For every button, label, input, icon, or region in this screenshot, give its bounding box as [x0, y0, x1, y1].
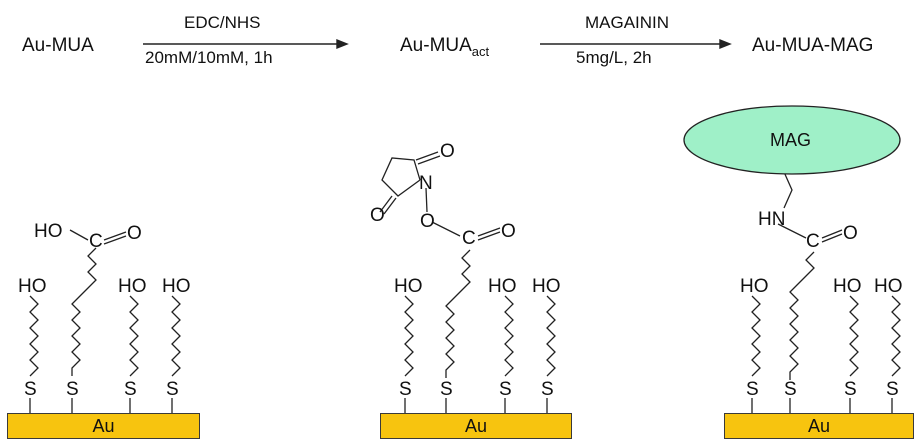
- intermediate-label-main: Au-MUA: [400, 35, 472, 56]
- panel3-carbonyl-oxygen: O: [843, 223, 858, 244]
- panel3-amine: HN: [758, 209, 786, 230]
- panel2-sulfur-1: S: [399, 379, 412, 400]
- gold-surface-1: Au: [7, 413, 200, 439]
- peptide-linker: [783, 171, 793, 209]
- panel2-hydroxyl-2: HO: [488, 276, 517, 297]
- panel1-chain-long: [71, 247, 97, 376]
- panel3-hydroxyl-2: HO: [833, 276, 862, 297]
- panel3-hydroxyl-3: HO: [874, 276, 903, 297]
- panel1-hydroxyl-3: HO: [162, 276, 191, 297]
- peptide-ellipse: [683, 105, 901, 175]
- panel1-chain-3: [171, 295, 181, 377]
- panel1-hydroxyl-1: HO: [18, 276, 47, 297]
- step2-conditions-label: 5mg/L, 2h: [576, 48, 652, 67]
- panel2-sulfur-4: S: [541, 379, 554, 400]
- panel3-hydroxyl-1: HO: [740, 276, 769, 297]
- reaction-arrow-2: [540, 38, 732, 50]
- panel1-hydroxyl-2: HO: [118, 276, 147, 297]
- panel1-chain-1: [29, 295, 39, 377]
- reaction-arrow-1: [143, 38, 349, 50]
- panel1-sulfur-1: S: [24, 379, 37, 400]
- panel2-nhs-carbonyl-oxygen-left: O: [370, 205, 385, 226]
- panel1-sulfur-2: S: [66, 379, 79, 400]
- panel2-nhs-nitrogen: N: [419, 173, 433, 194]
- intermediate-label: Au-MUAact: [400, 36, 489, 58]
- nhs-ring: [381, 157, 421, 197]
- panel1-carbonyl-carbon: C: [89, 231, 103, 252]
- panel2-nhs-carbonyl-oxygen-top: O: [440, 141, 455, 162]
- gold-surface-2: Au: [380, 413, 572, 439]
- step1-reagent-label: EDC/NHS: [184, 13, 261, 32]
- panel3-sulfur-1: S: [746, 379, 759, 400]
- panel3-sulfur-4: S: [886, 379, 899, 400]
- panel2-sulfur-3: S: [499, 379, 512, 400]
- panel2-carbonyl-oxygen: O: [501, 221, 516, 242]
- panel1-chain-2: [129, 295, 139, 377]
- panel2-chain-1: [404, 295, 414, 377]
- panel2-hydroxyl-3: HO: [532, 276, 561, 297]
- panel1-sulfur-4: S: [166, 379, 179, 400]
- panel3-chain-2: [849, 295, 859, 377]
- panel3-chain-long: [789, 251, 815, 380]
- step2-reagent-label: MAGAININ: [585, 13, 670, 32]
- panel2-ester-oxygen: O: [420, 211, 435, 232]
- panel3-sulfur-3: S: [844, 379, 857, 400]
- panel3-carbonyl-carbon: C: [806, 231, 820, 252]
- panel1-hydroxyl-carboxyl: HO: [34, 221, 63, 242]
- panel2-carbonyl-carbon: C: [462, 228, 476, 249]
- gold-surface-3: Au: [724, 413, 914, 439]
- panel2-hydroxyl-1: HO: [394, 276, 423, 297]
- intermediate-label-subscript: act: [471, 43, 490, 59]
- panel3-sulfur-2: S: [784, 379, 797, 400]
- panel3-chain-1: [751, 295, 761, 377]
- panel2-chain-2: [504, 295, 514, 377]
- peptide-label: MAG: [770, 130, 812, 150]
- panel2-chain-3: [546, 295, 556, 377]
- panel2-chain-long: [445, 249, 471, 378]
- panel2-sulfur-2: S: [440, 379, 453, 400]
- step1-conditions-label: 20mM/10mM, 1h: [145, 48, 273, 67]
- panel3-chain-3: [891, 295, 901, 377]
- reactant-label: Au-MUA: [22, 35, 94, 56]
- panel1-carbonyl-oxygen: O: [127, 223, 142, 244]
- panel1-sulfur-3: S: [124, 379, 137, 400]
- product-label: Au-MUA-MAG: [752, 35, 874, 56]
